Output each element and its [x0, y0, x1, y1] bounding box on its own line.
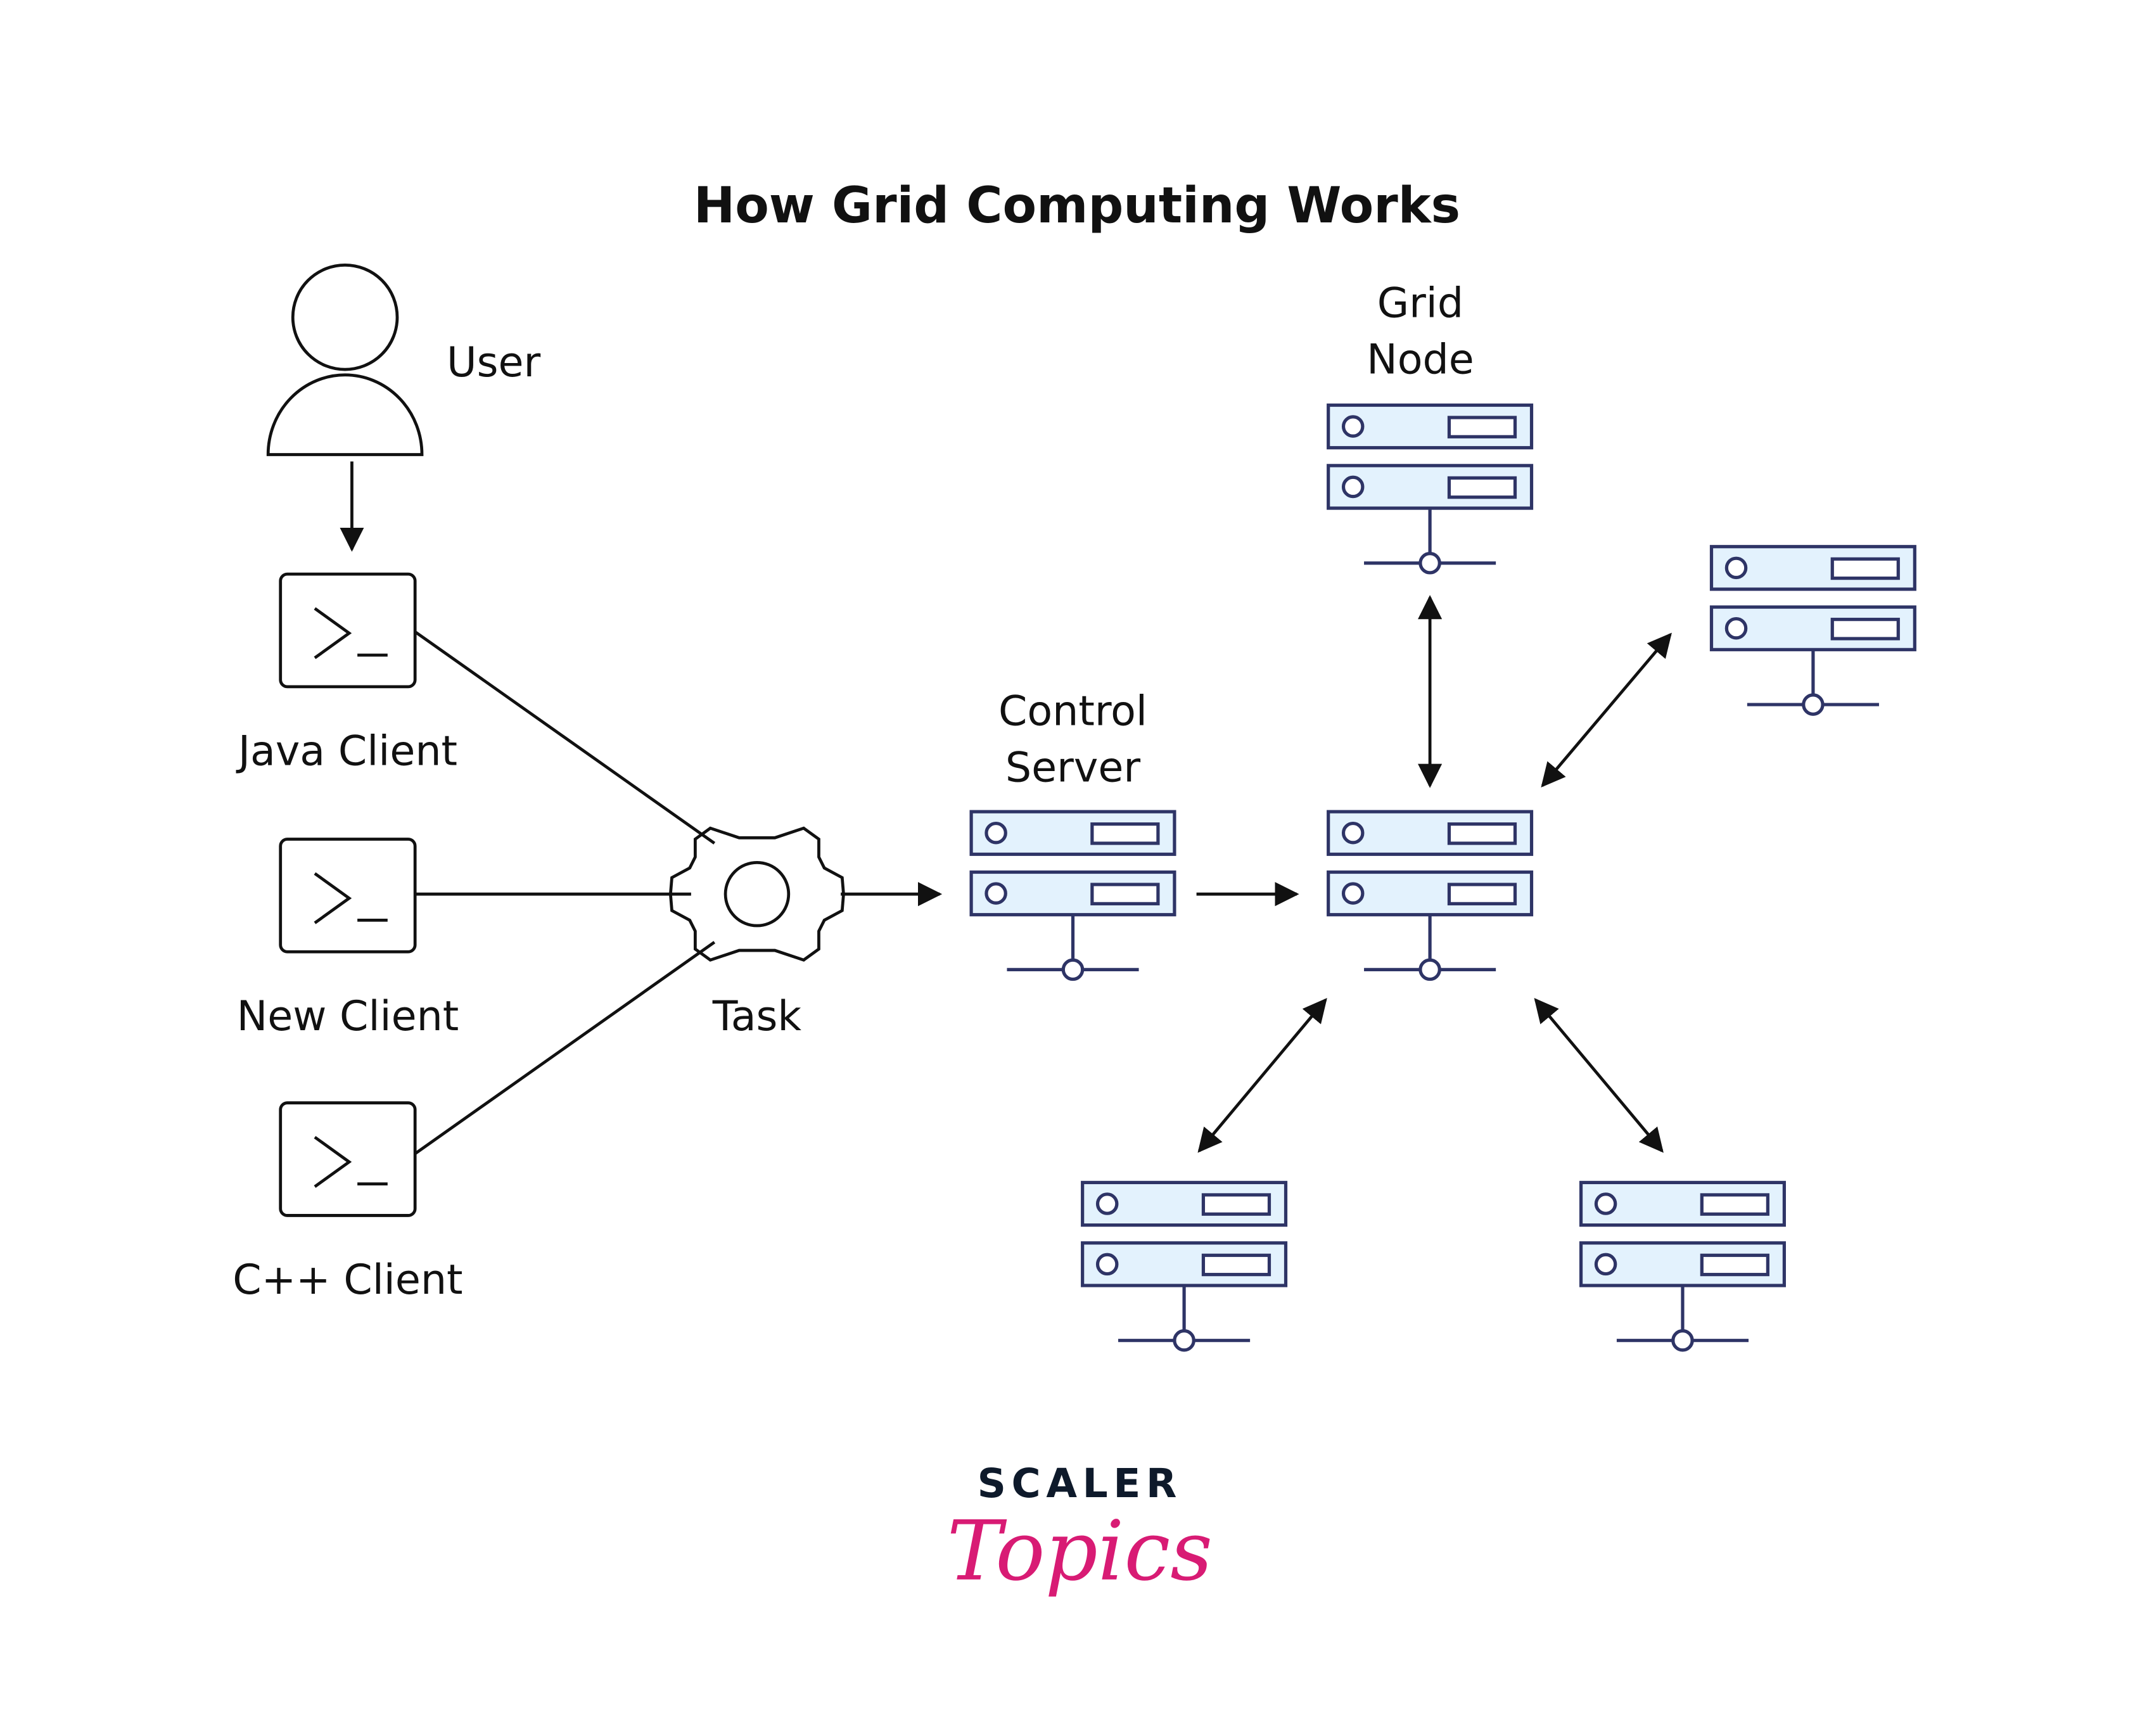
cpp-client-label: C++ Client — [233, 1256, 462, 1304]
grid-node-right-server-icon — [1711, 547, 1915, 714]
logo-scaler-text: SCALER — [978, 1460, 1182, 1507]
control-server-label-line1: Control — [998, 688, 1147, 736]
right-node-arrow — [1541, 632, 1672, 788]
central-node-server-icon — [1329, 812, 1532, 979]
new-client-box — [279, 838, 417, 954]
cpp-client-box — [279, 1101, 417, 1217]
grid-node-label-line1: Grid — [1377, 280, 1463, 328]
grid-node-label-line2: Node — [1367, 336, 1474, 384]
grid-node-bottom-right-server-icon — [1581, 1182, 1785, 1350]
user-label: User — [447, 339, 540, 386]
gear-icon — [668, 826, 845, 962]
user-icon — [266, 263, 424, 456]
grid-node-top-server-icon — [1329, 405, 1532, 572]
control-server-label-line2: Server — [1005, 744, 1140, 791]
scaler-topics-logo: SCALER Topics — [947, 1460, 1213, 1599]
bottom-left-node-arrow — [1197, 998, 1327, 1153]
bottom-right-node-arrow — [1534, 998, 1664, 1153]
java-to-task-line — [414, 630, 716, 845]
terminal-icon — [315, 608, 388, 658]
diagram-title: How Grid Computing Works — [694, 177, 1460, 234]
grid-node-bottom-left-server-icon — [1083, 1182, 1286, 1350]
task-label: Task — [712, 993, 802, 1040]
java-client-label: Java Client — [236, 727, 457, 775]
control-server-icon — [971, 812, 1175, 979]
terminal-icon — [315, 874, 388, 923]
cpp-to-task-line — [414, 941, 716, 1155]
logo-topics-text: Topics — [947, 1503, 1213, 1599]
terminal-icon — [315, 1137, 388, 1187]
java-client-box — [279, 572, 417, 689]
new-client-label: New Client — [237, 993, 459, 1040]
